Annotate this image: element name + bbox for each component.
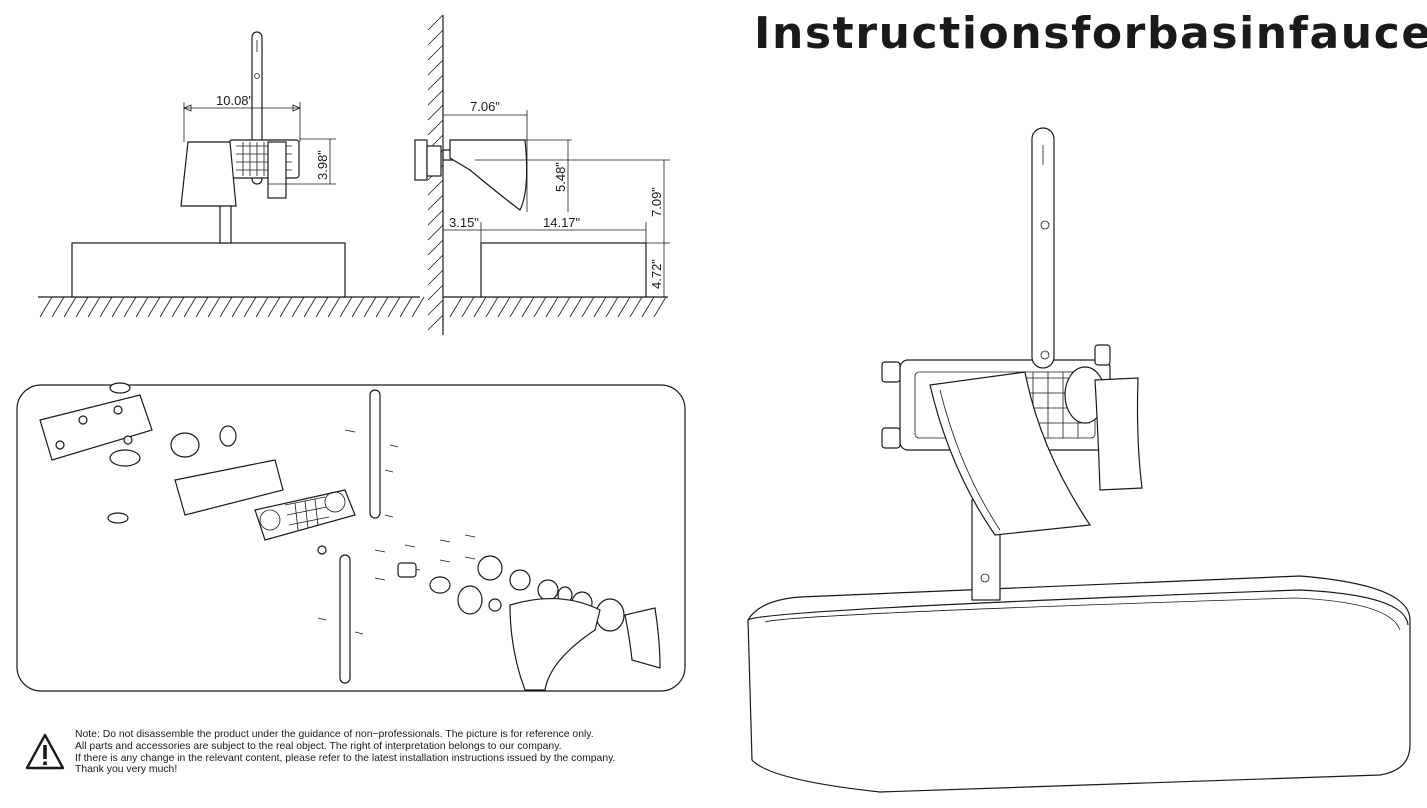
dimension-width: 10.08" (216, 93, 254, 108)
dimension-basin-height: 4.72" (649, 259, 664, 289)
note-line: If there is any change in the relevant c… (75, 752, 616, 764)
dimension-height-above-basin: 7.09" (649, 187, 664, 217)
page-title: Instructionsforbasinfaucets (754, 8, 1427, 59)
exploded-parts-diagram (16, 382, 686, 692)
front-view-diagram: 10.08" 3.98" (38, 31, 425, 318)
dimension-body-height: 3.98" (315, 150, 330, 180)
assembled-faucet-illustration (747, 127, 1411, 793)
note-line: Thank you very much! (75, 764, 178, 776)
dimension-wall-gap: 3.15" (449, 215, 479, 230)
note-line: All parts and accessories are subject to… (75, 740, 562, 752)
side-view-diagram: 7.06" 5.48" 7.09" 4.72" 3.15" 14.17" (414, 14, 670, 335)
dimension-basin-depth: 14.17" (543, 215, 581, 230)
warning-triangle-icon (25, 733, 65, 770)
disclaimer-note: Note: Do not disassemble the product und… (75, 729, 615, 776)
dimension-spout-depth: 7.06" (470, 99, 500, 114)
note-line: Note: Do not disassemble the product und… (75, 729, 594, 740)
dimension-spout-height: 5.48" (553, 162, 568, 192)
